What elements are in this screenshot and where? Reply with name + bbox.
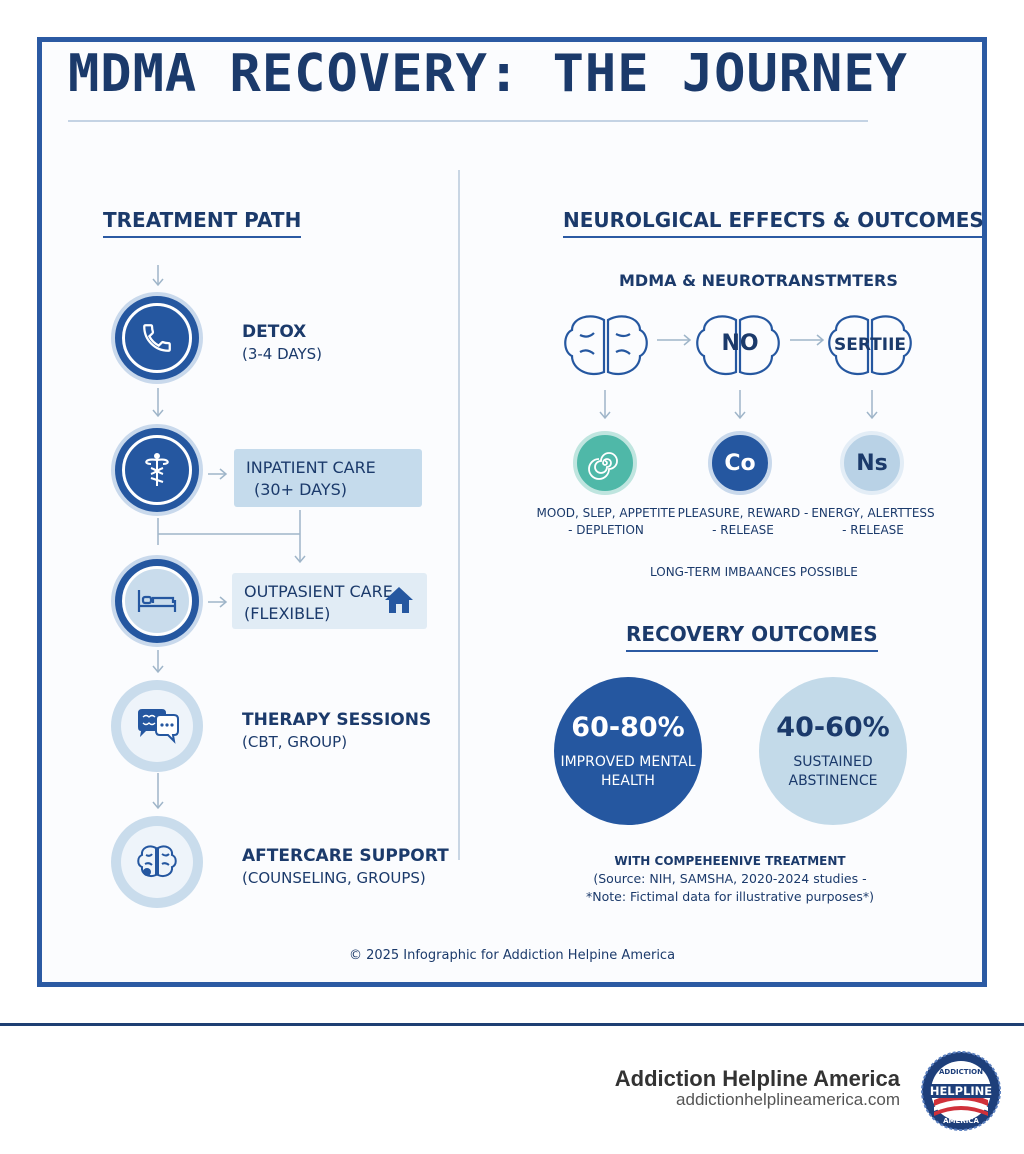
title-divider: [68, 120, 868, 122]
logo-america-text: AMERICA: [943, 1117, 979, 1125]
ns-transmitter-circle: Ns: [840, 431, 904, 495]
neuro-heading: NEUROLGICAL EFFECTS & OUTCOMES: [563, 208, 984, 238]
neurotransmitters-subheading: MDMA & NEUROTRANSTMTERS: [619, 271, 898, 290]
transmitter-caption-2: PLEASURE, REWARD - - RELEASE: [677, 506, 809, 537]
transmitter-caption-1: MOOD, SLEP, APPETITE - DEPLETION: [536, 506, 676, 537]
column-divider: [458, 170, 460, 860]
outpatient-step-circle: [111, 555, 203, 647]
brain-icon-3: [828, 315, 912, 376]
spiral-icon: [588, 452, 618, 480]
source-note: WITH COMPEHEENIVE TREATMENT (Source: NIH…: [585, 854, 874, 904]
aftercare-details: (COUNSELING, GROUPS): [242, 869, 426, 887]
mental-health-label: IMPROVED MENTAL HEALTH: [560, 753, 696, 789]
brain-icon-1: [564, 315, 648, 376]
helpline-logo: HELPLINE ADDICTION AMERICA: [921, 1051, 1001, 1131]
co-transmitter-circle: Co: [708, 431, 772, 495]
inpatient-duration: (30+ DAYS): [254, 480, 348, 499]
recovery-outcomes-heading: RECOVERY OUTCOMES: [626, 622, 878, 652]
therapy-details: (CBT, GROUP): [242, 733, 348, 751]
infographic-frame: [37, 37, 987, 987]
mental-health-value: 60-80%: [571, 711, 685, 743]
bed-icon: [137, 590, 177, 612]
outpatient-duration: (FLEXIBLE): [244, 604, 331, 623]
brand-name: Addiction Helpline America: [614, 1066, 900, 1091]
brain-label-no: NO: [721, 331, 759, 356]
long-term-note: LONG-TERM IMBAANCES POSSIBLE: [650, 565, 858, 579]
page-title: MDMA RECOVERY: THE JOURNEY: [68, 44, 908, 104]
aftercare-title: AFTERCARE SUPPORT: [242, 846, 449, 866]
treatment-path-heading: TREATMENT PATH: [103, 208, 302, 238]
mental-health-stat: 60-80% IMPROVED MENTAL HEALTH: [554, 677, 702, 825]
therapy-title: THERAPY SESSIONS: [242, 710, 432, 730]
outpatient-title: OUTPASIENT CARE: [244, 582, 393, 601]
aftercare-step-circle: [111, 816, 203, 908]
logo-addiction-text: ADDICTION: [939, 1068, 983, 1076]
inpatient-title: INPATIENT CARE: [246, 458, 376, 477]
inpatient-care-box: INPATIENT CARE (30+ DAYS): [234, 449, 422, 507]
brain-label-serotonin: SERTIIE: [833, 335, 907, 355]
phone-icon: [143, 324, 171, 352]
detox-title: DETOX: [242, 322, 307, 342]
outpatient-care-box: OUTPASIENT CARE (FLEXIBLE): [232, 573, 427, 629]
brain-icon-2: [696, 315, 780, 376]
detox-duration: (3-4 DAYS): [242, 345, 323, 363]
brain-icon: [137, 845, 177, 877]
inpatient-step-circle: [111, 424, 203, 516]
caduceus-icon: [145, 453, 169, 486]
abstinence-label: SUSTAINED ABSTINENCE: [788, 753, 878, 789]
therapy-step-circle: [111, 680, 203, 772]
detox-step-circle: [111, 292, 203, 384]
abstinence-value: 40-60%: [776, 711, 890, 743]
co-symbol: Co: [724, 450, 756, 476]
footer-divider: [0, 1023, 1024, 1026]
abstinence-stat: 40-60% SUSTAINED ABSTINENCE: [759, 677, 907, 825]
ns-symbol: Ns: [856, 450, 888, 476]
house-icon: [385, 587, 413, 613]
brand-url[interactable]: addictionhelplineamerica.com: [676, 1090, 900, 1109]
spiral-transmitter-circle: [573, 431, 637, 495]
copyright: © 2025 Infographic for Addiction Helpine…: [348, 948, 676, 963]
logo-helpline-text: HELPLINE: [930, 1084, 992, 1098]
transmitter-caption-3: ENERGY, ALERTTESS - RELEASE: [811, 506, 935, 537]
chat-bubbles-icon: [138, 709, 179, 744]
